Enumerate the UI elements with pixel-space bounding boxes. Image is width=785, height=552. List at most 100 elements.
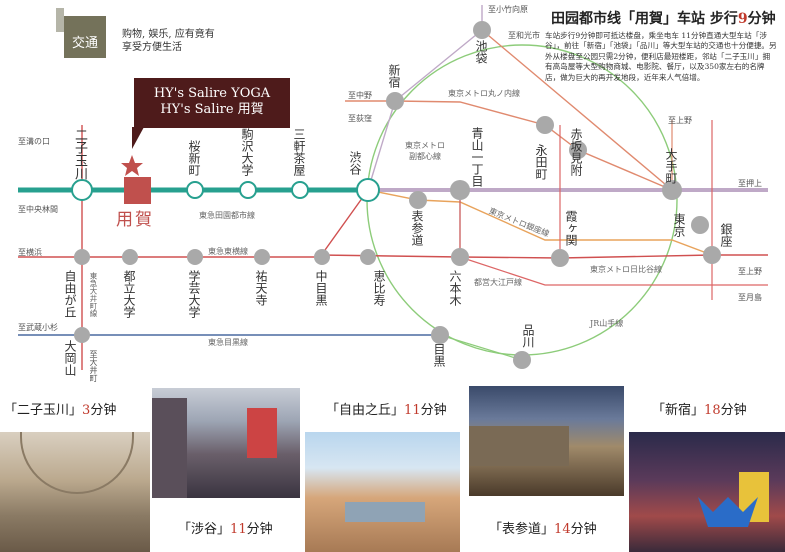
caption-omotesando-name: 表参道 <box>502 522 542 537</box>
caption-futako: 「二子玉川」3分钟 <box>4 403 117 418</box>
station-marker-omotesando <box>409 191 427 209</box>
description: 车站步行9分钟即可抵达楼盘，乘坐电车 11分钟直通大型车站「涉谷」，前往「新宿」… <box>545 31 777 82</box>
station-label-meguro: 目黒 <box>432 343 446 367</box>
station-marker-kasumigaseki <box>551 249 569 267</box>
station-markers <box>74 21 721 369</box>
caption-shibuya: 「涉谷」11分钟 <box>178 522 273 537</box>
station-label-roppongi: 六本木 <box>448 270 462 306</box>
caption-jiyugaoka: 「自由之丘」11分钟 <box>326 403 447 418</box>
caption-shibuya-unit: 分钟 <box>246 522 273 537</box>
station-label-omotesando: 表参道 <box>410 210 424 246</box>
caption-futako-unit: 分钟 <box>90 403 117 418</box>
star-icon <box>121 155 143 176</box>
station-label-jiyugaoka: 自由が丘 <box>63 270 77 318</box>
station-marker-roppongi <box>451 248 469 266</box>
direction-yokohama: 至横浜 <box>18 248 42 257</box>
direction-ueno-2: 至上野 <box>738 267 762 276</box>
toyoko-line <box>18 189 369 258</box>
section-label: 交通 <box>71 36 98 51</box>
station-marker-nagatacho <box>536 116 554 134</box>
caption-shibuya-name: 涉谷 <box>191 522 218 537</box>
property-callout: HY's Salire YOGA HY's Salire 用賀 <box>134 78 290 128</box>
hibiya-line-red <box>319 254 768 259</box>
line-label-yamanote: JR山手線 <box>590 319 624 328</box>
station-label-akasaka: 赤坂見附 <box>569 128 583 176</box>
photo-shinjuku <box>629 432 785 552</box>
canal-water <box>345 502 425 522</box>
station-marker-ginza <box>703 246 721 264</box>
caption-omotesando-unit: 分钟 <box>570 522 597 537</box>
logo-icon <box>698 497 758 527</box>
direction-mizonokuchi: 至溝の口 <box>18 137 50 146</box>
line-label-marunouchi: 東京メトロ丸ノ内線 <box>448 89 520 98</box>
direction-chuorinkan: 至中央林間 <box>18 205 58 214</box>
station-marker-ikebukuro <box>473 21 491 39</box>
subtitle-line-1: 购物, 娱乐, 应有竟有 <box>122 29 215 40</box>
caption-shinjuku-unit: 分钟 <box>720 403 747 418</box>
section-icon-box <box>64 16 106 58</box>
caption-jiyugaoka-name: 自由之丘 <box>339 403 392 418</box>
station-marker-sakurashinmachi <box>186 181 204 199</box>
oedo-line <box>459 256 768 286</box>
station-label-sakurashinmachi: 桜新町 <box>187 140 201 176</box>
station-label-ginza: 銀座 <box>719 223 733 247</box>
direction-nakano: 至中野 <box>348 91 372 100</box>
mall-facade <box>469 426 569 466</box>
section-icon-accent <box>56 8 64 32</box>
title-minutes: 9 <box>737 11 748 27</box>
caption-shinjuku-minutes: 18 <box>704 403 721 418</box>
fukutoshin-line <box>367 29 483 191</box>
station-label-nagatacho: 永田町 <box>534 144 548 180</box>
station-label-futako: 二子玉川 <box>72 128 87 180</box>
page-title: 田园都市线「用賀」车站 步行9分钟 <box>551 8 776 28</box>
station-label-otemachi: 大手町 <box>664 148 678 184</box>
station-label-shinagawa: 品川 <box>521 324 535 348</box>
station-marker-akasaka <box>569 141 587 159</box>
station-marker-otemachi <box>662 180 682 200</box>
station-marker-yutenji <box>254 249 270 265</box>
station-marker-jiyugaoka <box>74 249 90 265</box>
station-marker-ebisu <box>360 249 376 265</box>
caption-shinjuku-name: 新宿 <box>665 403 692 418</box>
station-marker-komazawa <box>239 181 257 199</box>
yamanote-south <box>439 334 523 361</box>
station-label-ebisu: 恵比寿 <box>372 270 386 306</box>
station-marker-meguro <box>431 326 449 344</box>
direction-kotakemukaihara: 至小竹向原 <box>488 5 528 14</box>
arcade-roof <box>20 432 134 494</box>
callout-line-1: HY's Salire YOGA <box>153 86 271 101</box>
direction-wakoshi: 至和光市 <box>508 31 540 40</box>
caption-omotesando: 「表参道」14分钟 <box>489 522 597 537</box>
photo-shibuya <box>152 388 300 498</box>
denentoshi-stations <box>71 178 380 202</box>
callout-pointer <box>132 127 144 149</box>
direction-oimachi: 至大井町 <box>89 350 98 382</box>
building-left <box>152 398 187 498</box>
station-marker-ookayama <box>74 327 90 343</box>
caption-futako-name: 二子玉川 <box>17 403 70 418</box>
station-marker-futako <box>71 179 93 201</box>
subtitle-line-2: 享受方便生活 <box>122 42 182 53</box>
station-marker-tokyo <box>691 216 709 234</box>
station-marker-gakugei <box>187 249 203 265</box>
station-label-kasumigaseki: 霞ヶ関 <box>564 210 578 246</box>
station-marker-aoyama <box>450 180 470 200</box>
station-marker-nakameguro <box>314 249 330 265</box>
section-subtitle: 购物, 娱乐, 应有竟有 享受方便生活 <box>122 28 232 54</box>
station-label-nakameguro: 中目黒 <box>314 270 328 306</box>
station-label-aoyama: 青山一丁目 <box>470 127 484 187</box>
photo-omotesando <box>469 386 624 496</box>
title-prefix: 田园都市线「用賀」车站 步行 <box>551 11 738 27</box>
marunouchi-branch <box>481 29 673 191</box>
caption-futako-minutes: 3 <box>82 403 91 418</box>
direction-tsukiji: 至月島 <box>738 293 762 302</box>
station-marker-shinagawa <box>513 351 531 369</box>
line-label-oimachi: 東急大井町線 <box>89 272 98 317</box>
line-label-oedo: 都営大江戸線 <box>474 278 522 287</box>
station-marker-shibuya <box>356 178 380 202</box>
station-marker-sangenjaya <box>291 181 309 199</box>
station-label-yoga: 用賀 <box>116 210 154 230</box>
caption-jiyugaoka-minutes: 11 <box>404 403 421 418</box>
station-label-toritsu: 都立大学 <box>122 270 136 318</box>
direction-musashikosugi: 至武蔵小杉 <box>18 323 58 332</box>
